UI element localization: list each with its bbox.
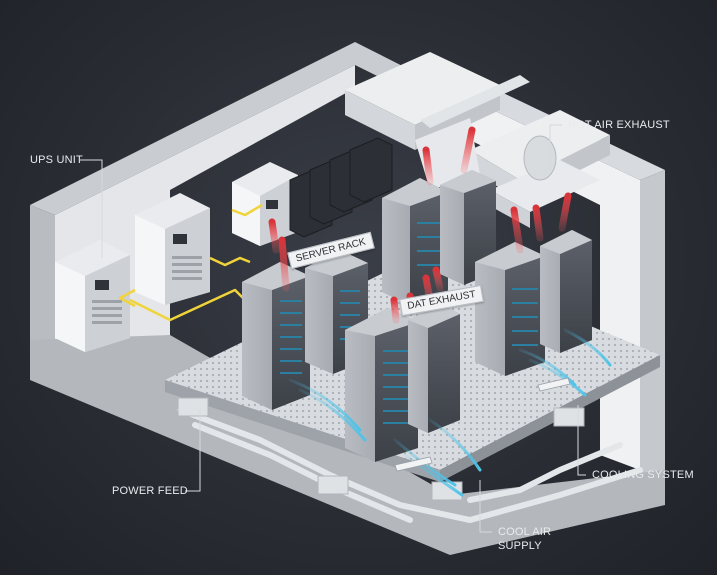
floor-pedestals [177, 397, 585, 501]
right-wall-edge [640, 170, 665, 480]
cool-air-supply-line1: COOL AIR [498, 526, 552, 538]
back-left-wall [30, 42, 430, 215]
floor-tags [394, 377, 571, 472]
underfloor-pipes [177, 407, 643, 524]
ups-cabinet-3 [232, 162, 298, 246]
server-rack-8 [540, 230, 592, 353]
callout-leaders [80, 124, 586, 533]
cool-air-supply-line2: SUPPLY [498, 540, 542, 552]
ups-unit-label: UPS UNIT [30, 154, 83, 166]
cooling-system-label: COOLING SYSTEM [592, 469, 694, 481]
hot-air-exhaust-label: HOT AIR EXHAUST [568, 119, 670, 131]
cool-air-supply-label: COOL AIR SUPPLY [498, 525, 558, 553]
ups-cabinet-2 [135, 193, 210, 305]
battery-banks [289, 137, 393, 238]
cool-air-flow [288, 328, 612, 497]
server-rack-1 [242, 262, 310, 410]
ups-cabinet-1 [55, 240, 130, 352]
raised-floor-front-right [440, 355, 660, 482]
power-feed-label: POWER FEED [112, 485, 188, 497]
exhaust-ducts [345, 52, 610, 228]
server-rack-7 [475, 242, 545, 376]
server-rack-4 [408, 304, 460, 433]
server-rack-3 [345, 308, 418, 462]
left-wall [30, 205, 55, 352]
